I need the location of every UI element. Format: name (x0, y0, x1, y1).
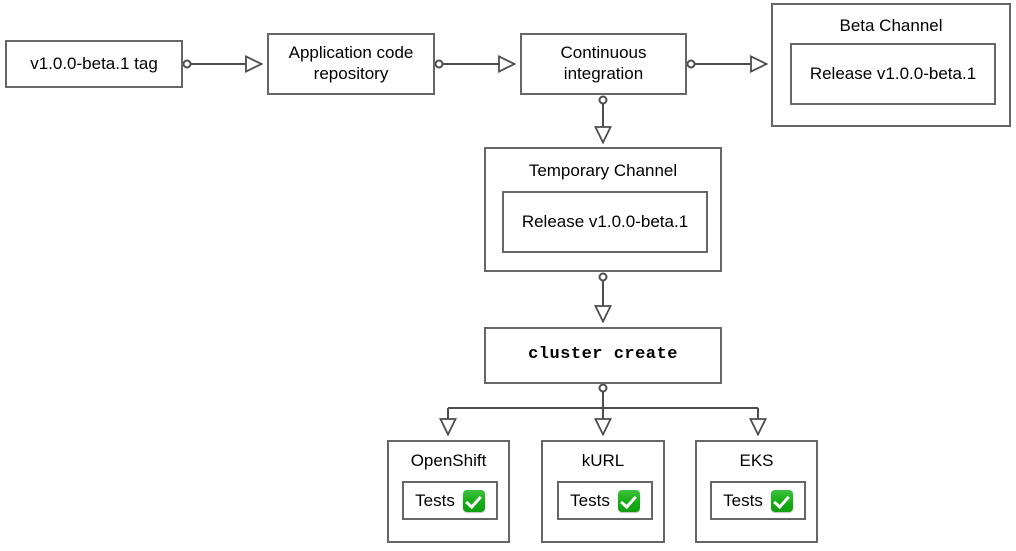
node-eks[interactable]: EKS Tests (695, 440, 818, 543)
node-beta-channel-release-label: Release v1.0.0-beta.1 (809, 64, 977, 83)
green-check-icon (462, 489, 485, 512)
node-kurl-title: kURL (581, 451, 625, 470)
node-temporary-channel-release[interactable]: Release v1.0.0-beta.1 (502, 191, 708, 253)
node-openshift-tests-label: Tests (415, 490, 455, 510)
node-eks-tests-label: Tests (723, 490, 763, 510)
edge-source-dot-tag-repo (182, 59, 192, 69)
node-beta-channel-title: Beta Channel (839, 16, 943, 35)
node-kurl[interactable]: kURL Tests (541, 440, 665, 543)
node-openshift-tests-content: Tests (415, 489, 485, 512)
node-cluster-create-label: cluster create (528, 345, 678, 365)
edge-source-dot-repo-ci (434, 59, 444, 69)
node-beta-channel[interactable]: Beta Channel Release v1.0.0-beta.1 (771, 3, 1011, 127)
node-application-code-repository-label: Application code repository (288, 43, 414, 83)
node-eks-tests[interactable]: Tests (710, 481, 806, 520)
node-kurl-tests[interactable]: Tests (557, 481, 653, 520)
node-continuous-integration-label: Continuous integration (560, 43, 647, 83)
node-cluster-create[interactable]: cluster create (484, 327, 722, 384)
node-beta-channel-release[interactable]: Release v1.0.0-beta.1 (790, 43, 996, 105)
node-openshift-title: OpenShift (410, 451, 487, 470)
green-check-icon (617, 489, 640, 512)
node-openshift-tests[interactable]: Tests (402, 481, 498, 520)
edge-source-dot-ci-beta (686, 59, 696, 69)
node-kurl-tests-label: Tests (570, 490, 610, 510)
node-openshift[interactable]: OpenShift Tests (387, 440, 510, 543)
node-version-tag[interactable]: v1.0.0-beta.1 tag (5, 40, 183, 88)
edge-source-dot-temp-cluster (598, 272, 608, 282)
node-continuous-integration[interactable]: Continuous integration (520, 33, 687, 95)
node-eks-tests-content: Tests (723, 489, 793, 512)
node-version-tag-label: v1.0.0-beta.1 tag (30, 53, 158, 73)
node-kurl-tests-content: Tests (570, 489, 640, 512)
node-temporary-channel-title: Temporary Channel (528, 161, 678, 180)
node-eks-title: EKS (739, 451, 774, 470)
node-temporary-channel[interactable]: Temporary Channel Release v1.0.0-beta.1 (484, 147, 722, 272)
edge-source-dot-ci-temp (598, 95, 608, 105)
green-check-icon (770, 489, 793, 512)
node-application-code-repository[interactable]: Application code repository (267, 33, 435, 95)
node-temporary-channel-release-label: Release v1.0.0-beta.1 (521, 212, 689, 231)
edge-source-dot-cluster-branch (598, 383, 608, 393)
